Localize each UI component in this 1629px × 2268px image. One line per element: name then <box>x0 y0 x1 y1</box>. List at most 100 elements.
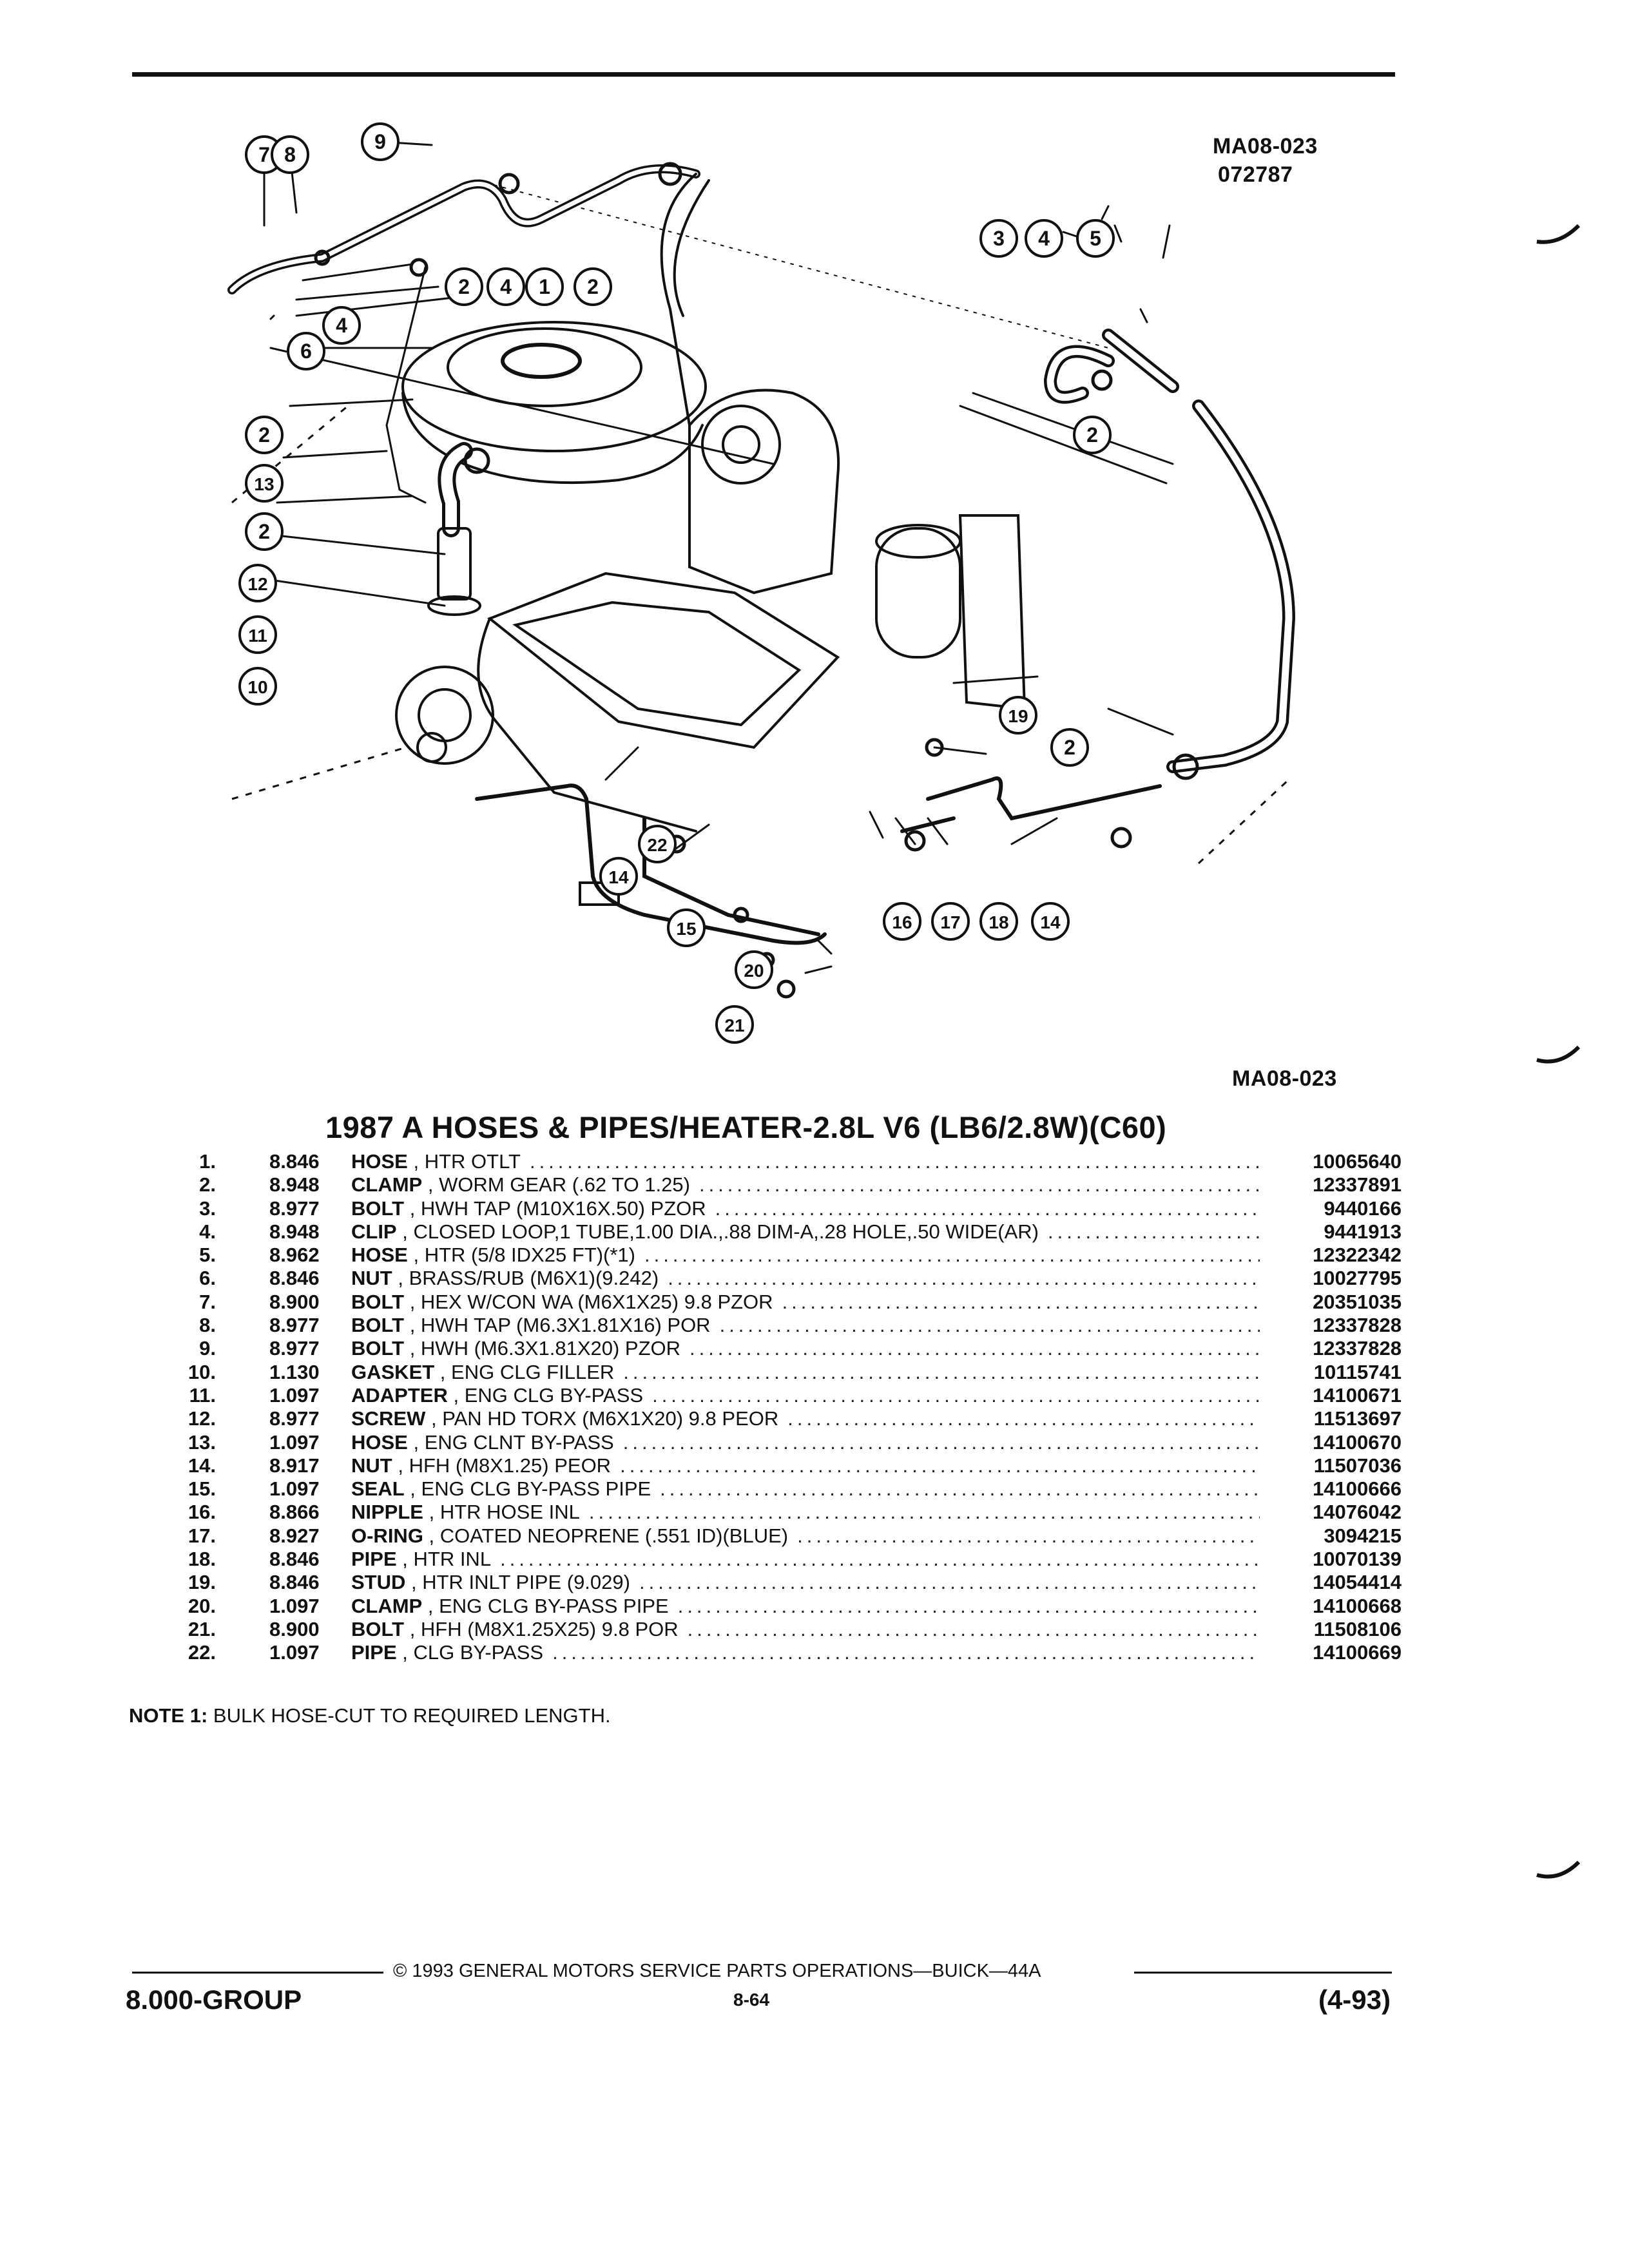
part-description: STUD , HTR INLT PIPE (9.029)............… <box>351 1571 1260 1594</box>
part-description: BOLT , HWH TAP (M10X16X.50) PZOR........… <box>351 1197 1260 1220</box>
callout-3: 3 <box>979 219 1018 258</box>
part-separator: , <box>425 1407 443 1430</box>
footer-rule-right <box>1134 1972 1392 1974</box>
part-spec: BRASS/RUB (M6X1)(9.242) <box>409 1267 659 1290</box>
part-spec: WORM GEAR (.62 TO 1.25) <box>439 1173 690 1196</box>
part-group-code: 8.846 <box>269 1150 320 1173</box>
callout-label: 14 <box>1040 912 1061 932</box>
part-item-number: 16. <box>188 1501 216 1524</box>
part-separator: , <box>407 1244 425 1267</box>
callout-14: 14 <box>1031 902 1070 941</box>
callout-label: 20 <box>744 961 764 981</box>
callout-8: 8 <box>271 135 309 174</box>
part-item-number: 13. <box>188 1430 216 1454</box>
leader-dots: ........................................… <box>787 1407 1260 1430</box>
part-item-number: 3. <box>199 1196 216 1220</box>
callout-label: 11 <box>248 626 267 646</box>
parts-list: 1. 8.846 HOSE , HTR OTLT..................… <box>129 1150 1402 1665</box>
part-name: BOLT <box>351 1617 405 1640</box>
part-name: BOLT <box>351 1314 405 1337</box>
part-separator: , <box>447 1383 465 1407</box>
leader-dots: ........................................… <box>677 1594 1260 1617</box>
part-group-code: 8.977 <box>269 1337 320 1360</box>
part-description: HOSE , HTR OTLT.........................… <box>351 1150 1260 1173</box>
part-description: NUT , BRASS/RUB (M6X1)(9.242)...........… <box>351 1267 1260 1290</box>
part-item-number: 5. <box>199 1244 216 1267</box>
callout-label: 16 <box>892 912 912 932</box>
part-group-code: 8.977 <box>269 1196 320 1220</box>
callout-circle <box>1031 902 1070 941</box>
part-number: 12322342 <box>1313 1244 1402 1267</box>
part-number: 14100669 <box>1313 1641 1402 1664</box>
callout-1: 1 <box>525 267 564 306</box>
part-description: BOLT , HWH (M6.3X1.81X20) PZOR..........… <box>351 1337 1260 1360</box>
part-separator: , <box>422 1594 439 1617</box>
part-group-code: 8.917 <box>269 1454 320 1477</box>
leader-dots: ........................................… <box>715 1196 1260 1220</box>
part-item-number: 7. <box>199 1290 216 1313</box>
part-spec: ENG CLG BY-PASS PIPE <box>421 1477 651 1501</box>
footnote-label: NOTE 1: <box>129 1704 208 1727</box>
part-spec: HWH TAP (M6.3X1.81X16) POR <box>420 1314 711 1337</box>
leader-dots: ........................................… <box>623 1360 1260 1383</box>
part-item-number: 4. <box>199 1220 216 1243</box>
part-spec: ENG CLG FILLER <box>451 1360 615 1383</box>
part-description: BOLT , HFH (M8X1.25X25) 9.8 POR.........… <box>351 1618 1260 1641</box>
leader-dots: ........................................… <box>644 1244 1260 1267</box>
part-number: 11513697 <box>1313 1407 1402 1430</box>
part-group-code: 8.846 <box>269 1571 320 1594</box>
figure-code-top: MA08-023 <box>1213 134 1318 159</box>
part-separator: , <box>404 1477 421 1501</box>
part-name: BOLT <box>351 1196 405 1220</box>
callout-2: 2 <box>1073 416 1112 454</box>
callout-5: 5 <box>1076 219 1115 258</box>
part-description: PIPE , HTR INL..........................… <box>351 1548 1260 1571</box>
part-spec: HTR INL <box>413 1548 492 1571</box>
part-separator: , <box>392 1454 409 1477</box>
part-group-code: 1.097 <box>269 1430 320 1454</box>
callout-circle <box>999 696 1037 735</box>
callout-label: 1 <box>539 275 550 298</box>
part-name: STUD <box>351 1571 406 1594</box>
callout-label: 2 <box>1064 736 1075 759</box>
part-name: NUT <box>351 1454 392 1477</box>
part-separator: , <box>405 1571 423 1594</box>
part-separator: , <box>396 1641 414 1664</box>
part-separator: , <box>396 1548 414 1571</box>
leader-dots: ........................................… <box>687 1617 1260 1640</box>
part-group-code: 8.927 <box>269 1524 320 1547</box>
callout-circle <box>931 902 970 941</box>
callout-label: 15 <box>676 919 696 939</box>
part-description: CLAMP , WORM GEAR (.62 TO 1.25).........… <box>351 1173 1260 1196</box>
part-separator: , <box>422 1173 439 1196</box>
part-name: ADAPTER <box>351 1383 448 1407</box>
part-group-code: 8.846 <box>269 1267 320 1290</box>
revision-label: (4-93) <box>1318 1984 1391 2015</box>
copyright-text: © 1993 GENERAL MOTORS SERVICE PARTS OPER… <box>393 1961 1041 1981</box>
part-item-number: 8. <box>199 1314 216 1337</box>
callout-14: 14 <box>599 857 638 896</box>
part-number: 20351035 <box>1313 1290 1402 1313</box>
leader-dots: ........................................… <box>719 1314 1260 1337</box>
callout-label: 10 <box>247 677 267 697</box>
part-item-number: 9. <box>199 1337 216 1360</box>
part-item-number: 1. <box>199 1150 216 1173</box>
callout-circle <box>735 950 773 989</box>
callout-15: 15 <box>667 908 706 947</box>
part-spec: HWH (M6.3X1.81X20) PZOR <box>420 1337 681 1360</box>
callout-label: 14 <box>608 867 629 887</box>
callout-4: 4 <box>487 267 525 306</box>
callout-19: 19 <box>999 696 1037 735</box>
callout-2: 2 <box>245 512 284 551</box>
part-number: 10070139 <box>1313 1548 1402 1571</box>
part-number: 11507036 <box>1313 1454 1402 1477</box>
footnote: NOTE 1: BULK HOSE-CUT TO REQUIRED LENGTH… <box>129 1704 611 1727</box>
footnote-text: BULK HOSE-CUT TO REQUIRED LENGTH. <box>213 1704 611 1727</box>
